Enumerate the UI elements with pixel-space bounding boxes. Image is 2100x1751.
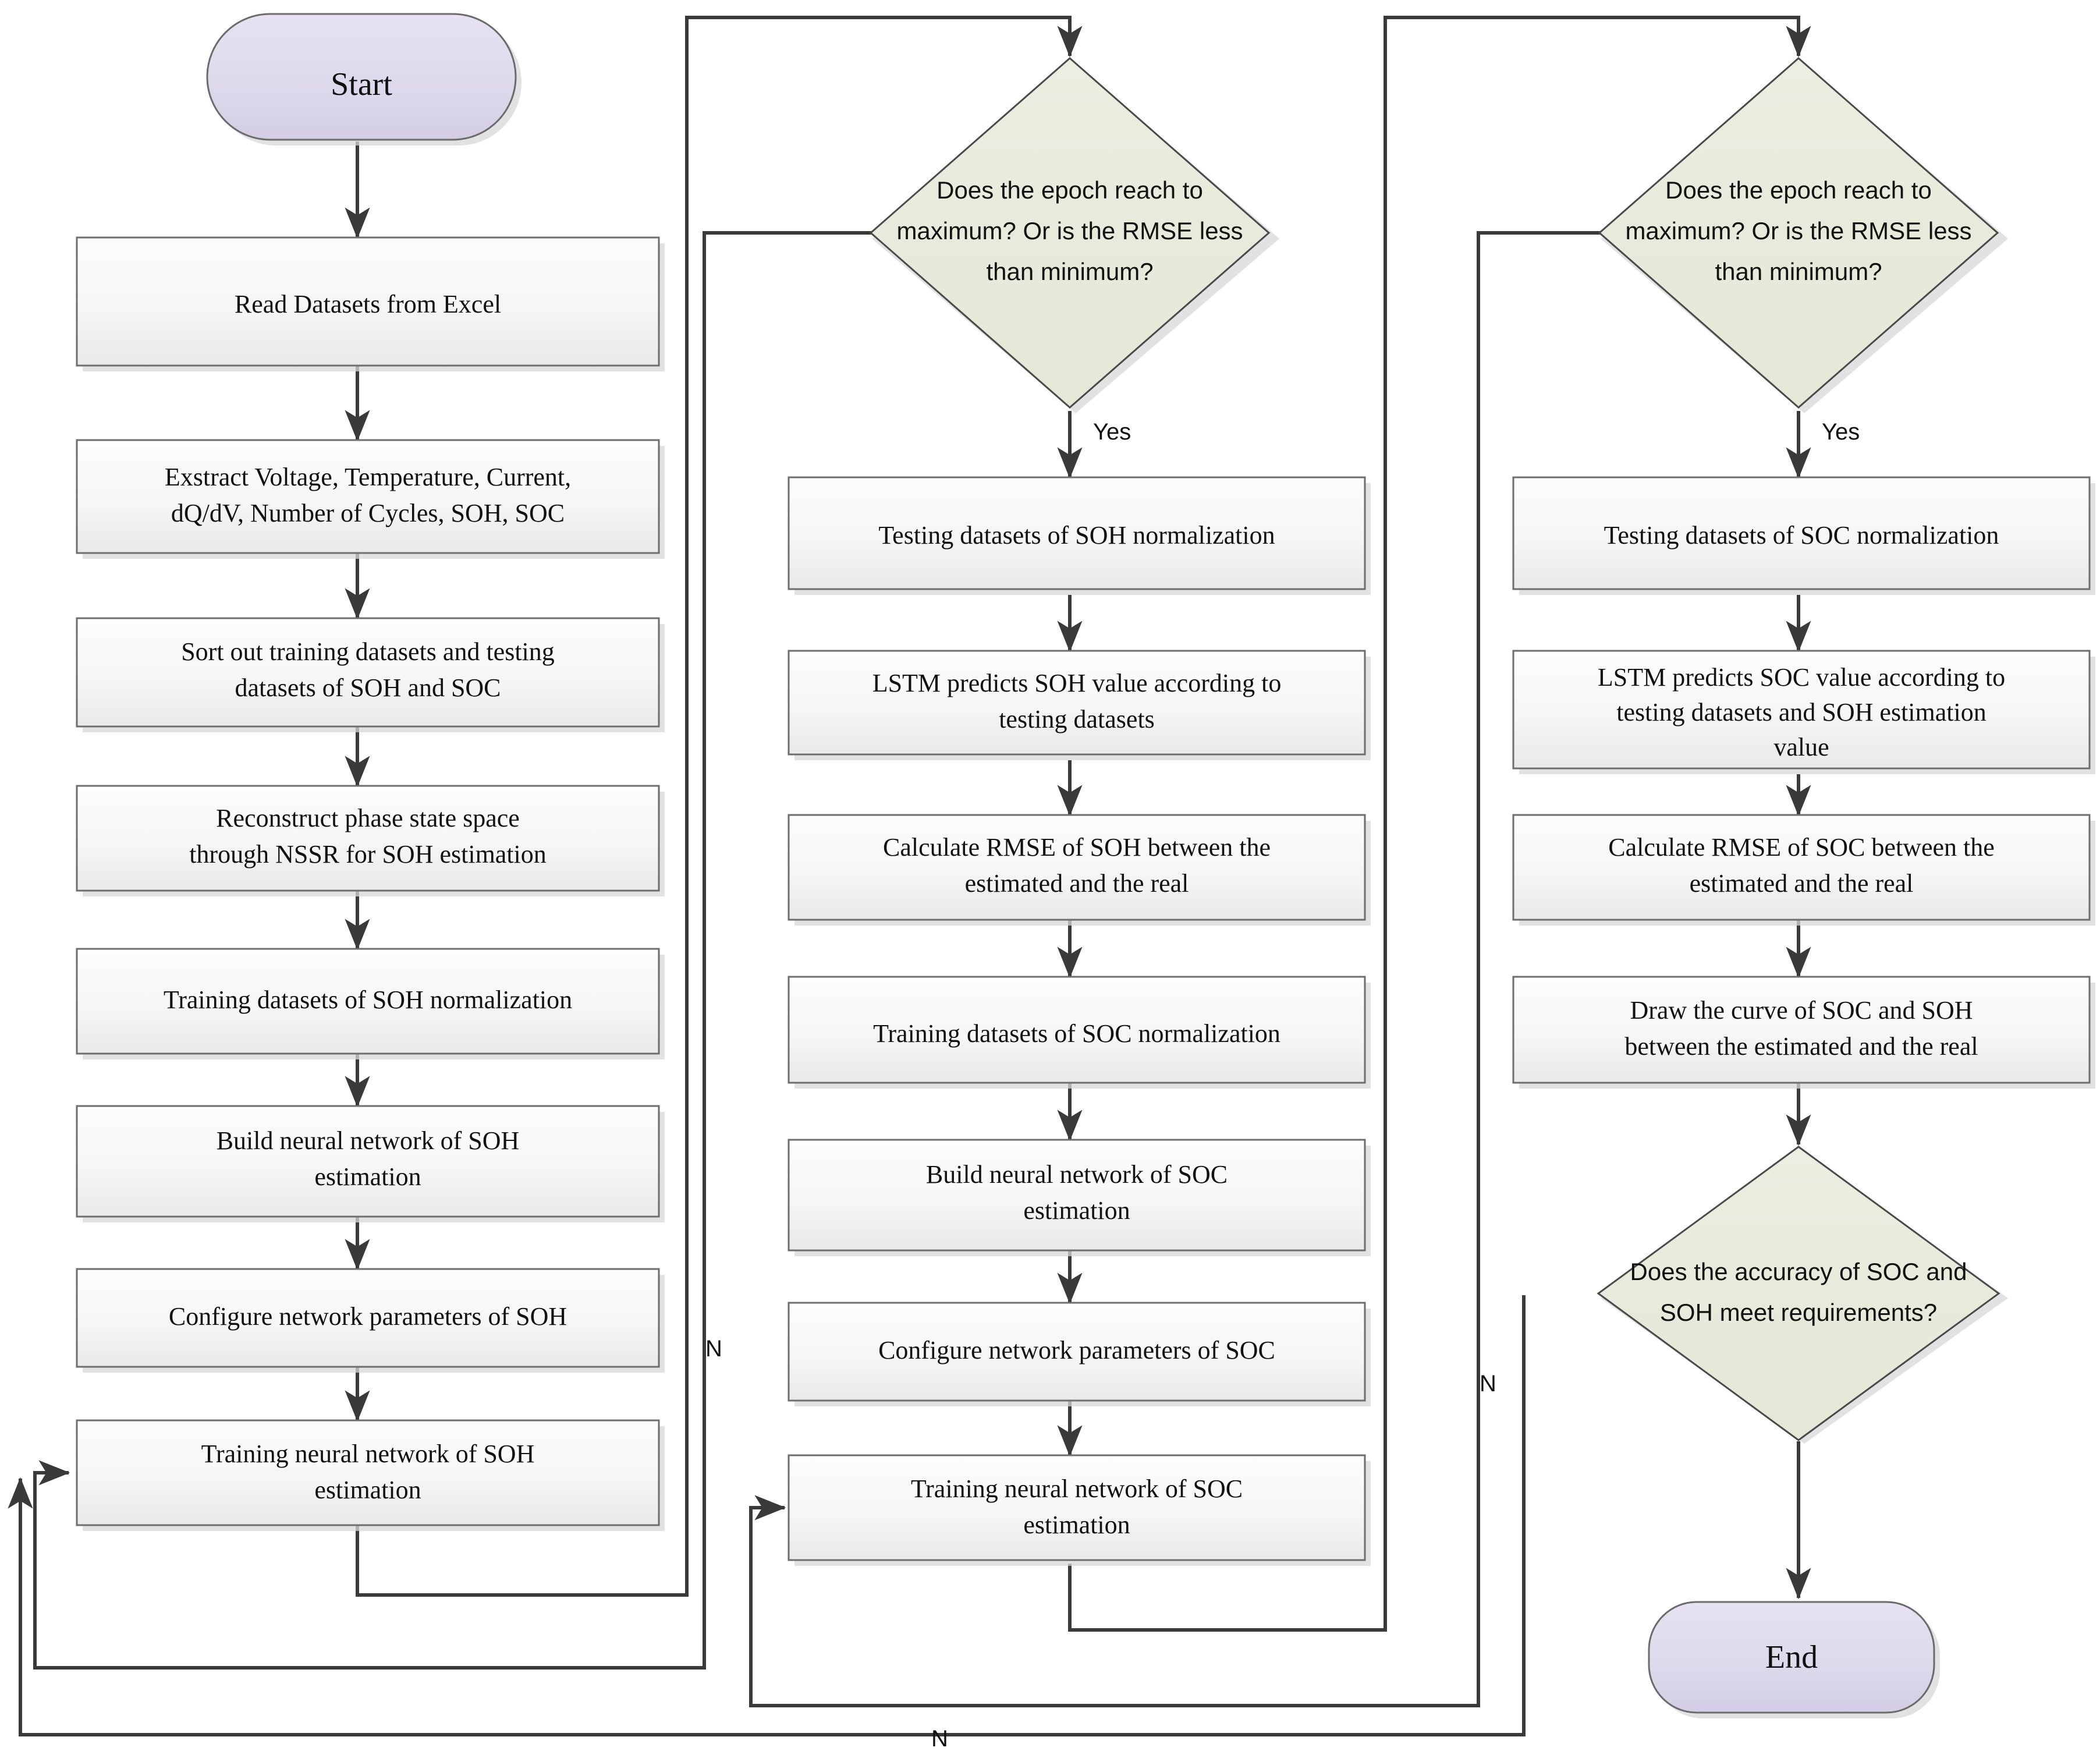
decision-label-line3: than minimum? (1715, 258, 1882, 285)
edge-decision-soc-no (749, 231, 1601, 1707)
decision-label-line3: than minimum? (986, 258, 1153, 285)
node-label-line1: Sort out training datasets and testing (181, 637, 555, 666)
node-label: Configure network parameters of SOC (878, 1336, 1275, 1364)
node-build-nn-soc[interactable]: Build neural network of SOC estimation (788, 1139, 1371, 1256)
node-label-line1: Build neural network of SOH (217, 1126, 520, 1155)
node-training-nn-soc[interactable]: Training neural network of SOC estimatio… (788, 1454, 1371, 1566)
node-training-soh-normalization[interactable]: Training datasets of SOH normalization (76, 948, 665, 1059)
node-label-line2: testing datasets and SOH estimation (1616, 698, 1986, 726)
connectors (8, 16, 1811, 1736)
node-label-line1: Calculate RMSE of SOC between the (1608, 833, 1995, 862)
node-label: Testing datasets of SOC normalization (1604, 521, 1999, 550)
node-label-line1: Training neural network of SOC (911, 1474, 1243, 1503)
node-calc-rmse-soc[interactable]: Calculate RMSE of SOC between the estima… (1512, 814, 2095, 926)
node-training-nn-soh[interactable]: Training neural network of SOH estimatio… (76, 1419, 665, 1531)
node-label-line2: testing datasets (999, 705, 1155, 733)
node-label-line1: Calculate RMSE of SOH between the (883, 833, 1271, 862)
edge-label-no-accuracy: N (931, 1726, 948, 1751)
node-label-line1: LSTM predicts SOH value according to (872, 669, 1282, 697)
node-decision-epoch-soh[interactable]: Does the epoch reach to maximum? Or is t… (869, 57, 1279, 413)
edge-trainsoh-to-decision-soh (356, 16, 1083, 1597)
edge-label-yes-soc: Yes (1822, 419, 1860, 445)
edge-trainsoc-to-decision-soc (1068, 16, 1811, 1632)
decision-label-line2: maximum? Or is the RMSE less (1625, 217, 1971, 244)
node-decision-epoch-soc[interactable]: Does the epoch reach to maximum? Or is t… (1598, 57, 2008, 413)
end-label: End (1765, 1639, 1818, 1675)
edge-label-no-soc: N (1480, 1371, 1496, 1396)
node-read-datasets[interactable]: Read Datasets from Excel (76, 236, 665, 371)
node-label: Configure network parameters of SOH (169, 1302, 567, 1331)
node-build-nn-soh[interactable]: Build neural network of SOH estimation (76, 1105, 665, 1222)
edge-label-yes-soh: Yes (1093, 419, 1131, 445)
node-label-line2: estimation (314, 1162, 421, 1191)
node-start[interactable]: Start (206, 13, 522, 146)
node-label-line2: estimation (1023, 1511, 1130, 1539)
start-label: Start (331, 66, 392, 102)
node-label-line2: estimation (1023, 1196, 1130, 1225)
node-training-soc-normalization[interactable]: Training datasets of SOC normalization (788, 976, 1371, 1089)
node-label-line2: estimated and the real (965, 869, 1189, 898)
edge-label-no-soh: N (705, 1336, 722, 1362)
edge-decision-accuracy-no (8, 1295, 1526, 1736)
node-label-line1: LSTM predicts SOC value according to (1598, 663, 2005, 692)
node-label: Read Datasets from Excel (235, 290, 501, 318)
node-lstm-predict-soc[interactable]: LSTM predicts SOC value according to tes… (1512, 650, 2095, 774)
node-label-line2: estimated and the real (1690, 869, 1914, 898)
node-reconstruct-phase-space[interactable]: Reconstruct phase state space through NS… (76, 785, 665, 896)
node-label-line1: Exstract Voltage, Temperature, Current, (165, 463, 571, 491)
node-label-line1: Training neural network of SOH (201, 1440, 535, 1468)
node-label-line2: through NSSR for SOH estimation (189, 840, 547, 869)
node-label-line3: value (1773, 733, 1829, 761)
node-extract-features[interactable]: Exstract Voltage, Temperature, Current, … (76, 439, 665, 559)
decision-label-line2: SOH meet requirements? (1660, 1299, 1937, 1326)
decision-label-line1: Does the accuracy of SOC and (1630, 1258, 1967, 1285)
node-label: Training datasets of SOC normalization (873, 1019, 1280, 1048)
node-lstm-predict-soh[interactable]: LSTM predicts SOH value according to tes… (788, 650, 1371, 760)
edge-decision-soh-no (33, 231, 872, 1670)
node-label-line2: estimation (314, 1476, 421, 1504)
node-sort-datasets[interactable]: Sort out training datasets and testing d… (76, 617, 665, 732)
node-configure-params-soc[interactable]: Configure network parameters of SOC (788, 1302, 1371, 1406)
decision-label-line2: maximum? Or is the RMSE less (896, 217, 1243, 244)
node-testing-soc-normalization[interactable]: Testing datasets of SOC normalization (1512, 476, 2095, 595)
node-label-line1: Draw the curve of SOC and SOH (1630, 996, 1973, 1025)
node-label: Training datasets of SOH normalization (164, 986, 572, 1014)
node-label-line1: Reconstruct phase state space (216, 804, 520, 832)
decision-label-line1: Does the epoch reach to (1665, 176, 1932, 204)
node-label-line2: datasets of SOH and SOC (235, 674, 501, 702)
node-label-line1: Build neural network of SOC (926, 1160, 1228, 1189)
node-end[interactable]: End (1648, 1601, 1940, 1718)
decision-label-line1: Does the epoch reach to (937, 176, 1203, 204)
node-draw-curve[interactable]: Draw the curve of SOC and SOH between th… (1512, 976, 2095, 1089)
node-configure-params-soh[interactable]: Configure network parameters of SOH (76, 1268, 665, 1373)
node-label: Testing datasets of SOH normalization (878, 521, 1275, 550)
node-testing-soh-normalization[interactable]: Testing datasets of SOH normalization (788, 476, 1371, 595)
node-label-line2: dQ/dV, Number of Cycles, SOH, SOC (171, 499, 565, 527)
node-decision-accuracy[interactable]: Does the accuracy of SOC and SOH meet re… (1597, 1146, 2008, 1444)
node-calc-rmse-soh[interactable]: Calculate RMSE of SOH between the estima… (788, 814, 1371, 926)
node-label-line2: between the estimated and the real (1624, 1032, 1978, 1061)
